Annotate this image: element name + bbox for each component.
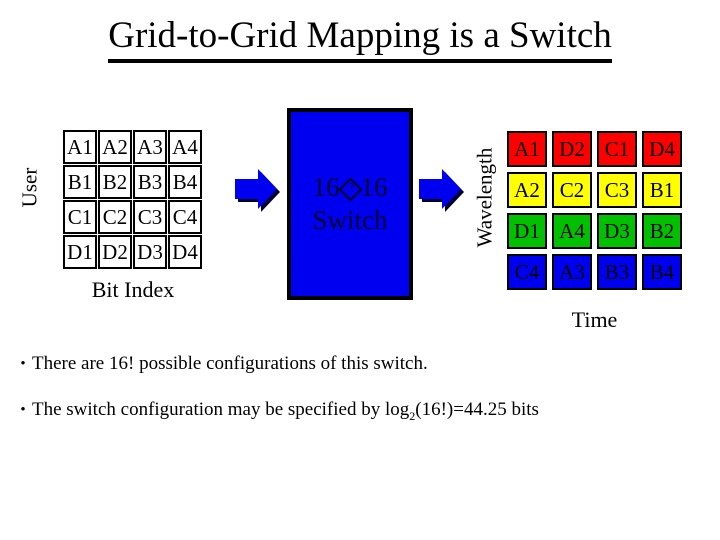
grid-cell: D2 (98, 235, 132, 269)
grid-cell: A2 (507, 172, 547, 208)
page-title-text: Grid-to-Grid Mapping is a Switch (108, 14, 612, 63)
grid-cell: A1 (507, 131, 547, 167)
left-grid-y-axis-label: User (17, 167, 42, 208)
grid-cell: A3 (552, 254, 592, 290)
bullet-list: • There are 16! possible configurations … (14, 352, 714, 450)
grid-cell: C1 (597, 131, 637, 167)
grid-cell: B2 (98, 165, 132, 199)
switch-size-suffix: 16 (360, 172, 388, 202)
grid-cell: C3 (597, 172, 637, 208)
grid-cell: C3 (133, 200, 167, 234)
grid-cell: A1 (63, 130, 97, 164)
list-item: • There are 16! possible configurations … (14, 352, 714, 376)
grid-cell: B4 (642, 254, 682, 290)
list-item-text-main: There are 16! possible configurations of… (32, 353, 428, 374)
page-title: Grid-to-Grid Mapping is a Switch (0, 14, 720, 63)
list-item: • The switch configuration may be specif… (14, 398, 714, 428)
switch-label: Switch (312, 205, 388, 235)
right-grid: A1 D2 C1 D4 A2 C2 C3 B1 D1 A4 D3 B2 C4 A… (507, 131, 682, 290)
grid-cell: A2 (98, 130, 132, 164)
grid-cell: D1 (63, 235, 97, 269)
grid-cell: D3 (597, 213, 637, 249)
replacement-character-icon (337, 177, 363, 202)
grid-cell: A4 (168, 130, 202, 164)
grid-cell: C2 (552, 172, 592, 208)
grid-cell: B4 (168, 165, 202, 199)
switch-size-prefix: 16 (312, 172, 340, 202)
grid-cell: B1 (63, 165, 97, 199)
list-item-text-main: The switch configuration may be specifie… (32, 399, 410, 420)
grid-cell: C4 (507, 254, 547, 290)
grid-cell: A4 (552, 213, 592, 249)
right-grid-y-axis-label: Wavelength (472, 147, 497, 248)
switch-size-line: 1616 (313, 171, 388, 204)
grid-cell: D4 (642, 131, 682, 167)
grid-cell: B1 (642, 172, 682, 208)
list-item-text: There are 16! possible configurations of… (32, 352, 428, 376)
grid-cell: D1 (507, 213, 547, 249)
grid-cell: B3 (133, 165, 167, 199)
output-arrow-icon (417, 168, 467, 221)
left-grid: A1 A2 A3 A4 B1 B2 B3 B4 C1 C2 C3 C4 D1 D… (63, 130, 202, 269)
grid-cell: D2 (552, 131, 592, 167)
log-base-subscript: 2 (409, 408, 416, 423)
list-item-text: The switch configuration may be specifie… (32, 398, 539, 428)
grid-cell: C4 (168, 200, 202, 234)
grid-cell: D3 (133, 235, 167, 269)
bullet-marker-icon: • (20, 356, 26, 372)
grid-cell: C1 (63, 200, 97, 234)
bullet-marker-icon: • (20, 402, 26, 418)
left-grid-x-axis-label: Bit Index (91, 277, 175, 302)
list-item-text-tail: (16!)=44.25 bits (415, 399, 539, 420)
grid-cell: B2 (642, 213, 682, 249)
switch-box: 1616 Switch (287, 108, 413, 300)
grid-cell: D4 (168, 235, 202, 269)
grid-cell: C2 (98, 200, 132, 234)
input-arrow-icon (233, 168, 283, 221)
right-grid-x-axis-label: Time (571, 307, 618, 332)
grid-cell: B3 (597, 254, 637, 290)
grid-cell: A3 (133, 130, 167, 164)
